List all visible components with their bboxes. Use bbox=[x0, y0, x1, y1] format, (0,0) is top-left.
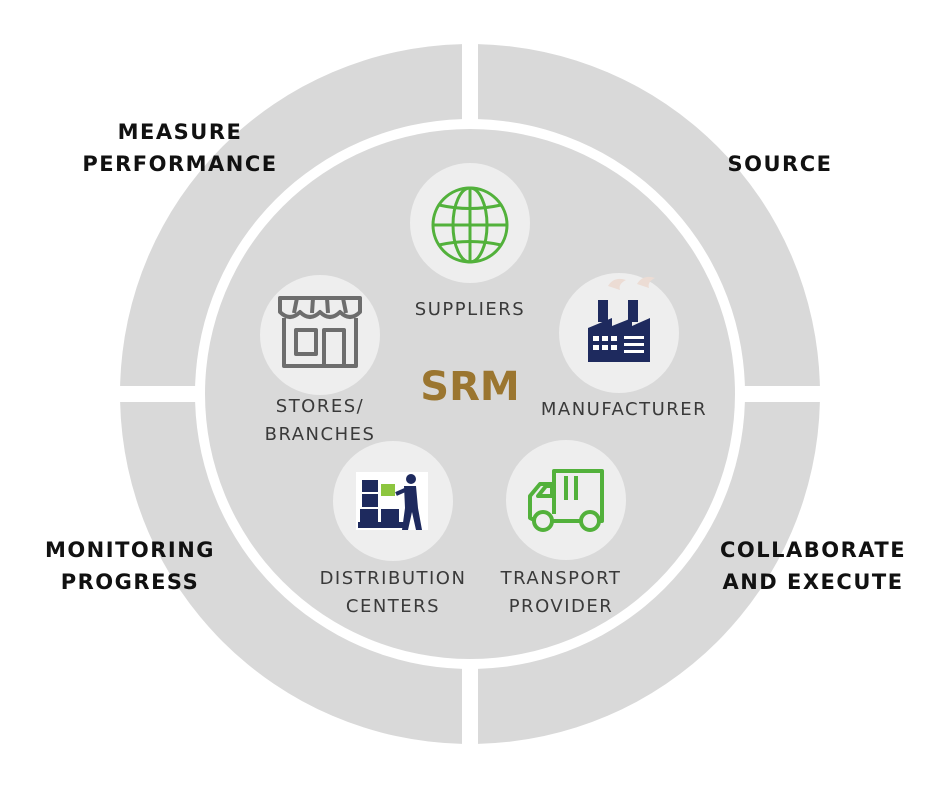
suppliers-label: SUPPLIERS bbox=[390, 296, 550, 324]
transport-label-line2: PROVIDER bbox=[508, 596, 614, 617]
truck-icon bbox=[528, 469, 604, 532]
manufacturer-label-line1: MANUFACTURER bbox=[540, 399, 708, 420]
distribution-label: DISTRIBUTION CENTERS bbox=[305, 565, 481, 621]
stores-label-line1: STORES/ bbox=[275, 396, 365, 417]
ring-segment-source bbox=[478, 44, 820, 386]
factory-icon bbox=[588, 276, 655, 362]
monitoring-progress-line2: PROGRESS bbox=[60, 570, 200, 594]
measure-performance-line1: MEASURE bbox=[117, 120, 243, 144]
stores-node bbox=[260, 275, 380, 395]
manufacturer-label: MANUFACTURER bbox=[526, 396, 722, 424]
collaborate-execute-line1: COLLABORATE bbox=[719, 538, 907, 562]
storefront-icon bbox=[278, 296, 362, 368]
ring-segment-collaborate-execute bbox=[478, 402, 820, 744]
suppliers-label-line1: SUPPLIERS bbox=[414, 299, 526, 320]
source-label: SOURCE bbox=[700, 148, 860, 180]
measure-performance-line2: PERFORMANCE bbox=[82, 152, 278, 176]
measure-performance-label: MEASURE PERFORMANCE bbox=[70, 116, 290, 180]
collaborate-execute-label: COLLABORATE AND EXECUTE bbox=[706, 534, 920, 598]
transport-label: TRANSPORT PROVIDER bbox=[486, 565, 636, 621]
outer-ring bbox=[120, 44, 820, 744]
stores-label: STORES/ BRANCHES bbox=[250, 393, 390, 449]
source-line1: SOURCE bbox=[727, 152, 833, 176]
center-title: SRM bbox=[420, 364, 520, 410]
globe-icon bbox=[431, 186, 509, 264]
ring-segment-monitoring-progress bbox=[120, 402, 462, 744]
transport-label-line1: TRANSPORT bbox=[500, 568, 622, 589]
warehouse-worker-icon bbox=[356, 472, 428, 530]
collaborate-execute-line2: AND EXECUTE bbox=[722, 570, 904, 594]
distribution-label-line1: DISTRIBUTION bbox=[319, 568, 467, 589]
stores-label-line2: BRANCHES bbox=[264, 424, 376, 445]
monitoring-progress-line1: MONITORING bbox=[44, 538, 216, 562]
distribution-label-line2: CENTERS bbox=[345, 596, 441, 617]
monitoring-progress-label: MONITORING PROGRESS bbox=[30, 534, 230, 598]
ring-segment-measure-performance bbox=[120, 44, 462, 386]
